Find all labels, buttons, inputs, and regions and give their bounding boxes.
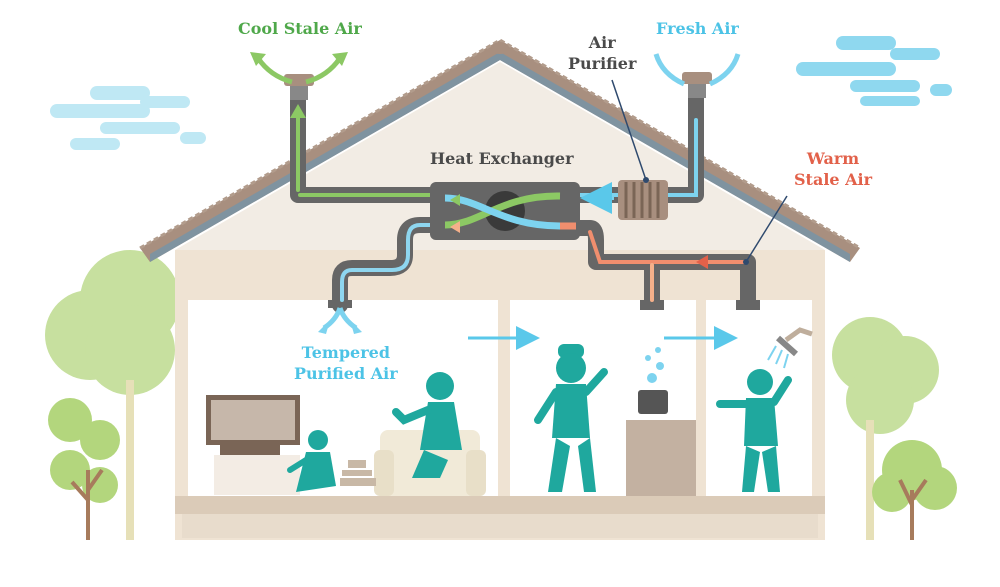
person-icon <box>534 344 608 492</box>
air-purifier-label: Air Purifier <box>568 33 637 73</box>
tree-icon <box>45 250 180 540</box>
cooking-pot-icon <box>626 347 696 496</box>
cool-stale-air-label: Cool Stale Air <box>238 19 362 38</box>
person-icon <box>716 369 792 492</box>
heat-exchanger-icon <box>430 182 580 240</box>
tempered-purified-air-label: Tempered Purified Air <box>294 343 398 383</box>
tree-icon <box>832 317 957 540</box>
fresh-air-label: Fresh Air <box>656 19 739 38</box>
heat-exchanger-label: Heat Exchanger <box>430 149 574 168</box>
shower-head-icon <box>767 327 813 369</box>
warm-stale-air-label: Warm Stale Air <box>794 149 873 189</box>
cloud-icon <box>50 86 206 150</box>
tempered-air-flow <box>340 223 442 302</box>
tv-icon <box>206 395 300 495</box>
air-purifier-icon <box>580 180 668 220</box>
cloud-icon <box>796 36 952 106</box>
person-icon <box>287 372 462 492</box>
